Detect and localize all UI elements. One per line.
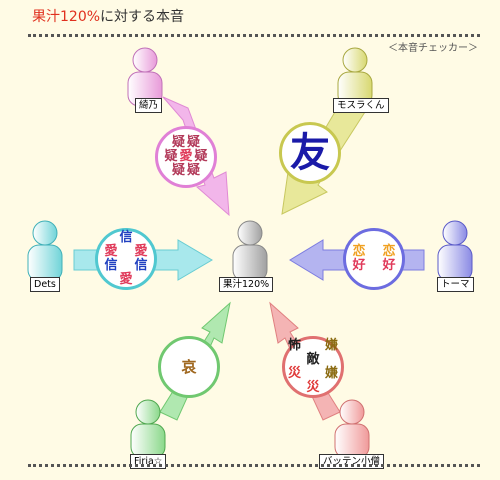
badge-char: 疑 [164,149,178,164]
badge-char: 信 [119,230,133,245]
badge-char: 恋 [382,244,396,259]
badge-char: 愛 [134,244,148,259]
badge-char: 疑 [171,163,185,178]
title-rest: に対する本音 [100,9,185,25]
badge-firia: 哀 [158,336,220,398]
person-firia-icon [130,399,166,459]
badge-char: 疑 [186,163,200,178]
badge-char: 恋 [352,244,366,259]
page-title: 果汁120%に対する本音 [32,6,184,26]
badge-batten: 怖嫌 敵 災嫌 災 [282,336,344,398]
badge-dets: 信 愛愛 信信 愛 [95,228,157,290]
badge-char: 友 [290,130,330,176]
badge-char: 信 [104,258,118,273]
badge-char: 疑 [171,135,185,150]
badge-char: 好 [352,258,366,273]
badge-char: 嫌 [324,338,338,353]
badge-char: 疑 [194,149,208,164]
person-toma-icon [437,220,473,282]
badge-char: 愛 [119,272,133,287]
person-center-label: 果汁120% [219,277,274,292]
person-batten-icon [334,399,370,459]
person-dets-icon [27,220,63,282]
badge-mosrakun: 友 [279,122,341,184]
person-mosrakun-label: モスラくん [333,98,389,113]
badge-char: 災 [306,380,320,395]
bottom-divider [28,464,480,467]
top-divider [28,34,480,37]
person-center-icon [232,220,268,282]
badge-toma: 恋恋 好好 [343,228,405,290]
badge-char: 信 [134,258,148,273]
badge-char: 愛 [104,244,118,259]
badge-ayano: 疑疑 疑愛疑 疑疑 [155,126,217,188]
badge-char: 災 [287,366,301,381]
badge-char: 敵 [306,352,320,367]
title-highlight: 果汁120% [32,9,101,25]
checker-label: ＜本音チェッカー＞ [388,43,478,54]
person-dets-label: Dets [30,277,60,292]
badge-char: 怖 [287,338,301,353]
badge-char: 好 [382,258,396,273]
person-ayano-label: 綺乃 [135,98,163,113]
badge-char: 愛 [179,149,193,164]
badge-char: 嫌 [324,366,338,381]
badge-char: 哀 [181,358,197,376]
person-toma-label: トーマ [437,277,474,292]
badge-char: 疑 [186,135,200,150]
